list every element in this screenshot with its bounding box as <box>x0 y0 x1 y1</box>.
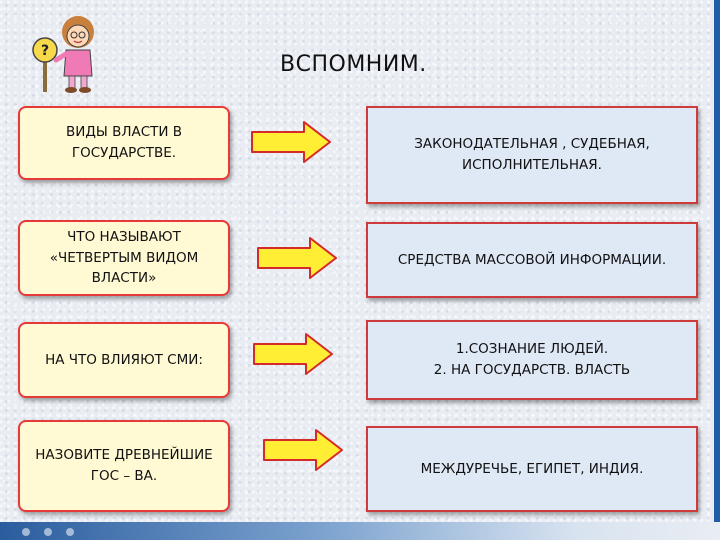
question-text-3: НА ЧТО ВЛИЯЮТ СМИ: <box>45 351 203 368</box>
right-arrow-icon <box>253 333 333 375</box>
answer-box-1: ЗАКОНОДАТЕЛЬНАЯ , СУДЕБНАЯ, ИСПОЛНИТЕЛЬН… <box>366 106 698 204</box>
answer-text-1: ЗАКОНОДАТЕЛЬНАЯ , СУДЕБНАЯ, ИСПОЛНИТЕЛЬН… <box>414 136 650 173</box>
answer-text-2: СРЕДСТВА МАССОВОЙ ИНФОРМАЦИИ. <box>397 251 667 268</box>
answer-box-2: СРЕДСТВА МАССОВОЙ ИНФОРМАЦИИ. <box>366 222 698 298</box>
footer-dot <box>66 528 74 536</box>
svg-text:?: ? <box>41 43 49 59</box>
answer-line-2: 2. НА ГОСУДАРСТВ. ВЛАСТЬ <box>433 362 631 378</box>
answer-box-3: 1.СОЗНАНИЕ ЛЮДЕЙ. 2. НА ГОСУДАРСТВ. ВЛАС… <box>366 320 698 400</box>
footer-dot <box>44 528 52 536</box>
question-box-1: ВИДЫ ВЛАСТИ В ГОСУДАРСТВЕ. <box>18 106 230 180</box>
right-arrow-icon <box>251 121 331 163</box>
right-accent-band <box>714 0 720 540</box>
thinking-girl-with-question-sign-icon: ? <box>32 16 94 93</box>
answer-line-1: 1.СОЗНАНИЕ ЛЮДЕЙ. <box>455 341 609 358</box>
right-arrow-icon <box>263 429 343 471</box>
slide-title: ВСПОМНИМ. <box>280 52 427 77</box>
answer-box-4: МЕЖДУРЕЧЬЕ, ЕГИПЕТ, ИНДИЯ. <box>366 426 698 512</box>
question-box-2: ЧТО НАЗЫВАЮТ «ЧЕТВЕРТЫМ ВИДОМ ВЛАСТИ» <box>18 220 230 296</box>
question-box-4: НАЗОВИТЕ ДРЕВНЕЙШИЕ ГОС – ВА. <box>18 420 230 512</box>
question-text-1: ВИДЫ ВЛАСТИ В ГОСУДАРСТВЕ. <box>65 124 183 161</box>
question-box-3: НА ЧТО ВЛИЯЮТ СМИ: <box>18 322 230 398</box>
right-arrow-icon <box>257 237 337 279</box>
question-text-4: НАЗОВИТЕ ДРЕВНЕЙШИЕ ГОС – ВА. <box>35 447 213 484</box>
footer-dot <box>22 528 30 536</box>
footer-bar <box>0 522 720 540</box>
question-text-2: ЧТО НАЗЫВАЮТ «ЧЕТВЕРТЫМ ВИДОМ ВЛАСТИ» <box>49 228 199 287</box>
answer-text-4: МЕЖДУРЕЧЬЕ, ЕГИПЕТ, ИНДИЯ. <box>420 460 644 477</box>
